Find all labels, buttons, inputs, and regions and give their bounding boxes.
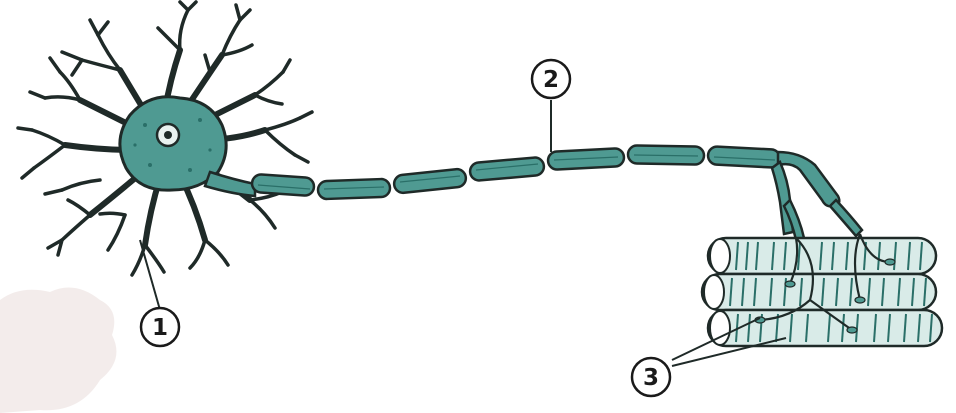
- label-1-text: 1: [152, 315, 168, 341]
- muscle-fiber-middle: [702, 274, 936, 310]
- myelin-sheath: [251, 145, 780, 199]
- label-2: 2: [532, 60, 570, 98]
- label-3-text: 3: [643, 365, 659, 391]
- muscle-fiber-bottom: [708, 310, 942, 346]
- axon-hillock: [205, 172, 255, 196]
- nucleus: [157, 124, 179, 146]
- watermark: [0, 288, 116, 413]
- label-1: 1: [141, 308, 179, 346]
- muscle-fiber-top: [708, 238, 936, 274]
- label-3: 3: [632, 358, 670, 396]
- label-2-text: 2: [543, 67, 559, 93]
- axon-terminal-branches: [772, 152, 862, 240]
